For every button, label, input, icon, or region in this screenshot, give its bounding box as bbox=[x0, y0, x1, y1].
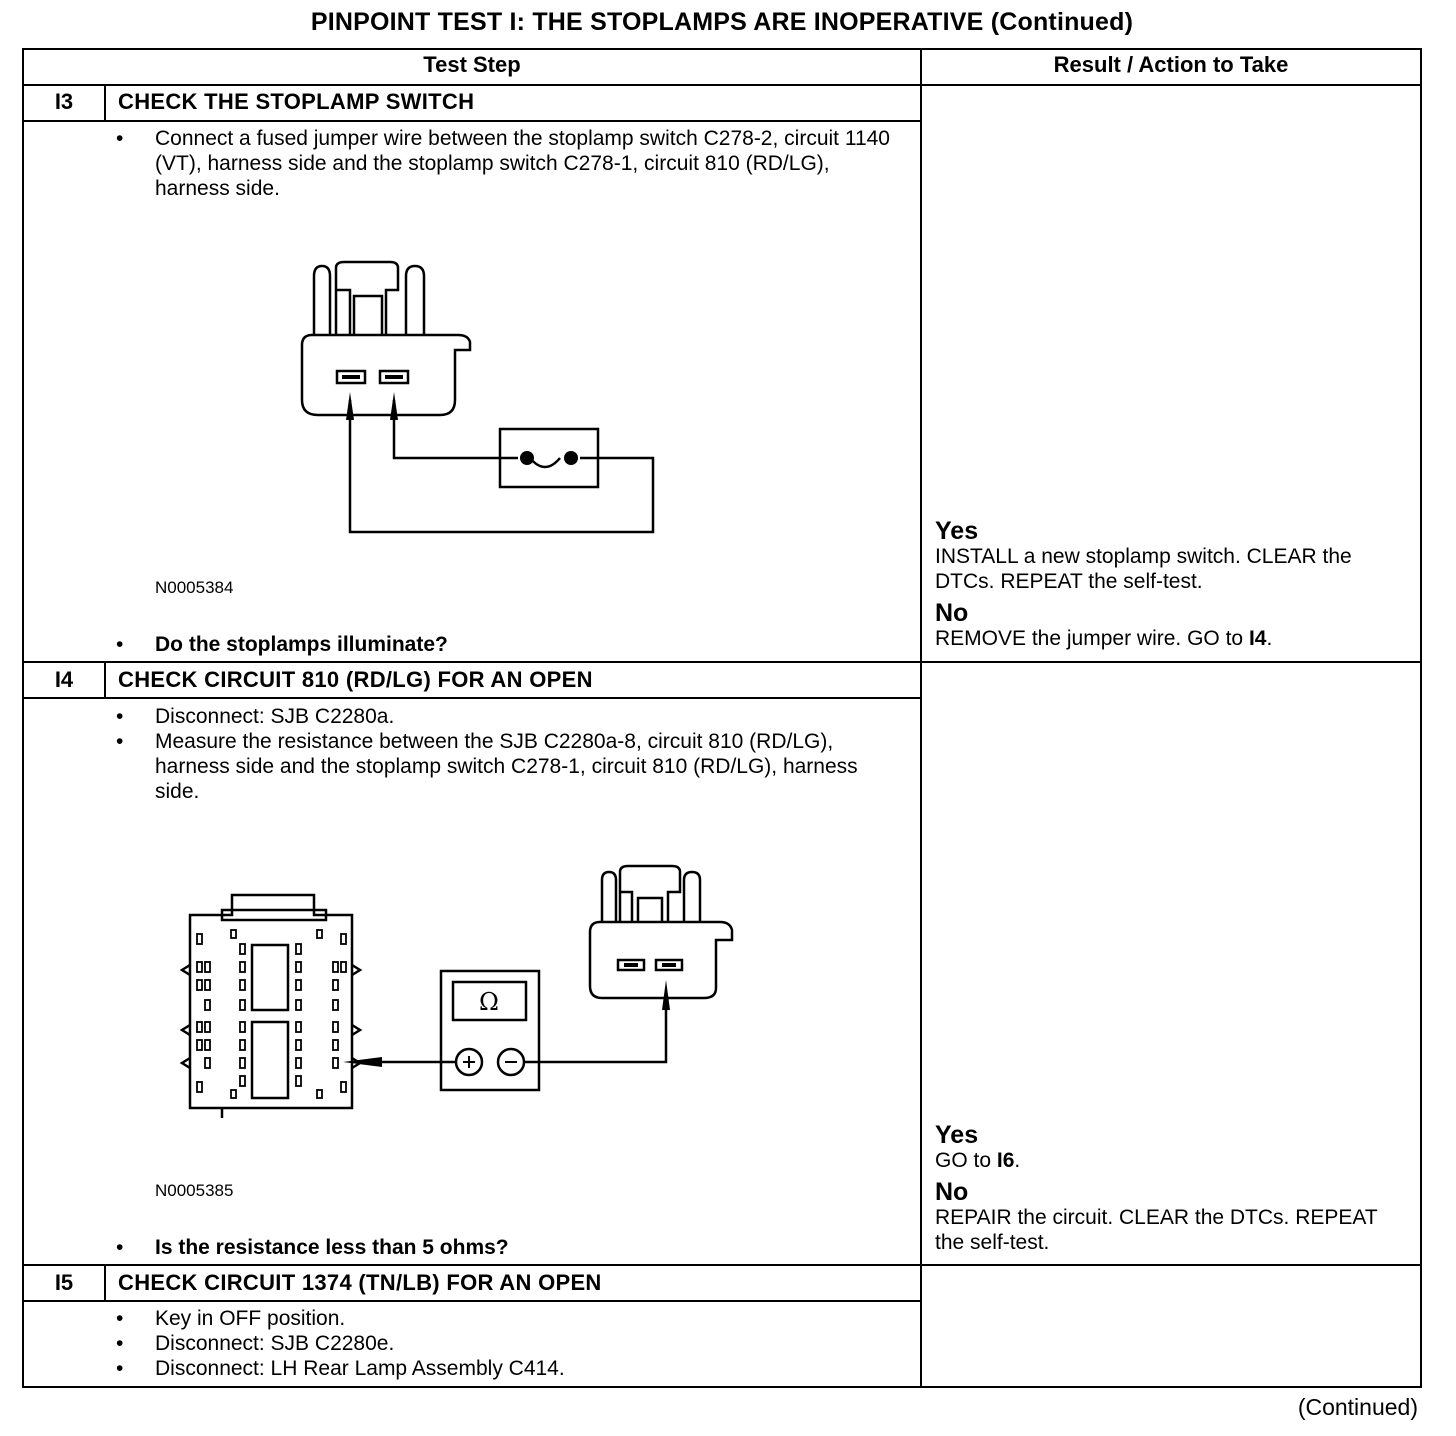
step-question: Do the stoplamps illuminate? bbox=[155, 633, 448, 656]
step-id-i3: I3 bbox=[54, 89, 74, 114]
step-title-i5: CHECK CIRCUIT 1374 (TN/LB) FOR AN OPEN bbox=[118, 1270, 602, 1295]
result-i4: Yes GO to I6. No REPAIR the circuit. CLE… bbox=[935, 1122, 1405, 1261]
result-i3: Yes INSTALL a new stoplamp switch. CLEAR… bbox=[935, 518, 1405, 657]
step-id-i5: I5 bbox=[54, 1270, 74, 1295]
yes-action: INSTALL a new stoplamp switch. CLEAR the… bbox=[935, 545, 1352, 593]
step-instruction: Disconnect: SJB C2280a. bbox=[155, 705, 395, 728]
figure-id: N0005385 bbox=[155, 1181, 234, 1200]
bullet: • bbox=[116, 705, 124, 728]
bullet: • bbox=[116, 127, 124, 150]
bullet: • bbox=[116, 730, 124, 753]
no-label: No bbox=[935, 1178, 969, 1206]
continued-note: (Continued) bbox=[1297, 1394, 1418, 1420]
yes-action: GO to I6. bbox=[935, 1149, 1021, 1172]
step-instruction: Measure the resistance between the SJB C… bbox=[155, 730, 858, 803]
header-test-step: Test Step bbox=[423, 52, 521, 77]
yes-label: Yes bbox=[935, 517, 979, 545]
figure-id: N0005384 bbox=[155, 578, 234, 597]
step-title-i3: CHECK THE STOPLAMP SWITCH bbox=[118, 89, 475, 114]
header-result: Result / Action to Take bbox=[1053, 52, 1289, 77]
step-reference-link[interactable]: I4 bbox=[1248, 627, 1267, 650]
step-id-i4: I4 bbox=[54, 667, 74, 692]
no-action: REMOVE the jumper wire. GO to I4. bbox=[935, 627, 1273, 650]
step-instruction: Disconnect: LH Rear Lamp Assembly C414. bbox=[155, 1357, 565, 1380]
page-title: PINPOINT TEST I: THE STOPLAMPS ARE INOPE… bbox=[310, 8, 1134, 36]
bullet: • bbox=[116, 1307, 124, 1330]
step-instruction: Connect a fused jumper wire between the … bbox=[155, 127, 890, 200]
ohm-symbol: Ω bbox=[479, 988, 499, 1016]
step-title-i4: CHECK CIRCUIT 810 (RD/LG) FOR AN OPEN bbox=[118, 667, 593, 692]
no-action: REPAIR the circuit. CLEAR the DTCs. REPE… bbox=[935, 1206, 1378, 1254]
step-reference-link[interactable]: I6 bbox=[996, 1149, 1015, 1172]
no-label: No bbox=[935, 599, 969, 627]
bullet: • bbox=[116, 1357, 124, 1380]
step-instruction: Disconnect: SJB C2280e. bbox=[155, 1332, 395, 1355]
step-question: Is the resistance less than 5 ohms? bbox=[155, 1236, 509, 1259]
bullet: • bbox=[116, 1332, 124, 1355]
bullet: • bbox=[116, 633, 124, 656]
yes-label: Yes bbox=[935, 1121, 979, 1149]
bullet: • bbox=[116, 1236, 124, 1259]
step-instruction: Key in OFF position. bbox=[155, 1307, 346, 1330]
